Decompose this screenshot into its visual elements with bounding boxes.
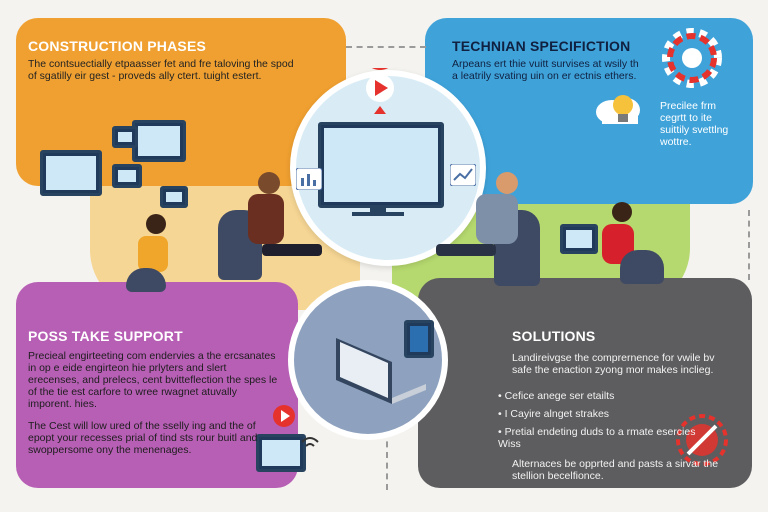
construction-title: CONSTRUCTION PHASES: [28, 38, 207, 54]
connector-line: [748, 210, 750, 280]
support-description: Precieal engirteeting com endervies a th…: [28, 350, 278, 410]
solutions-list: Cefice anege ser etailts I Cayire alnget…: [498, 390, 698, 456]
support-title: POSS TAKE SUPPORT: [28, 328, 183, 344]
connector-line: [386, 420, 388, 490]
list-item: Pretial endeting duds to a rmate esercie…: [498, 426, 698, 450]
technician-side-note: Precilee frm cegrtt to ite suittily svet…: [660, 100, 729, 148]
monitor-icon: [132, 120, 186, 162]
person-head: [146, 214, 166, 234]
construction-description: The contsuectially etpaasser fet and fre…: [28, 58, 294, 82]
central-monitor: [318, 122, 444, 208]
laptop-icon: [256, 434, 306, 472]
support-panel: [16, 282, 298, 488]
list-item: Cefice anege ser etailts: [498, 390, 698, 402]
gear-icon: [662, 28, 722, 88]
solutions-footer: Alternaces be opprted and pasts a sirvar…: [512, 458, 719, 482]
play-icon[interactable]: [360, 68, 400, 116]
connector-line: [346, 46, 426, 48]
person-head: [612, 202, 632, 222]
solutions-title: SOLUTIONS: [512, 328, 596, 344]
list-item: I Cayire alnget strakes: [498, 408, 698, 420]
person-body: [248, 194, 284, 244]
solutions-description: Landireivgse the comprernence for vwile …: [512, 352, 715, 376]
person-head: [496, 172, 518, 194]
chart-icon: [450, 164, 476, 186]
chart-icon: [296, 168, 322, 190]
person-head: [258, 172, 280, 194]
technician-description: Arpeans ert thie vuitt survises at wsily…: [452, 58, 639, 82]
wifi-icon: [301, 437, 319, 447]
phone-icon: [404, 320, 434, 358]
person-body: [138, 236, 168, 272]
person-body: [476, 194, 518, 244]
laptop-icon: [560, 224, 598, 254]
support-description-2: The Cest will low ured of the sselly ing…: [28, 420, 258, 456]
lightbulb-icon: [613, 95, 633, 122]
technician-title: TECHNIAN SPECIFICTION: [452, 38, 631, 54]
play-icon[interactable]: [272, 404, 296, 432]
laptop-icon: [336, 338, 426, 404]
monitor-icon: [40, 150, 102, 196]
